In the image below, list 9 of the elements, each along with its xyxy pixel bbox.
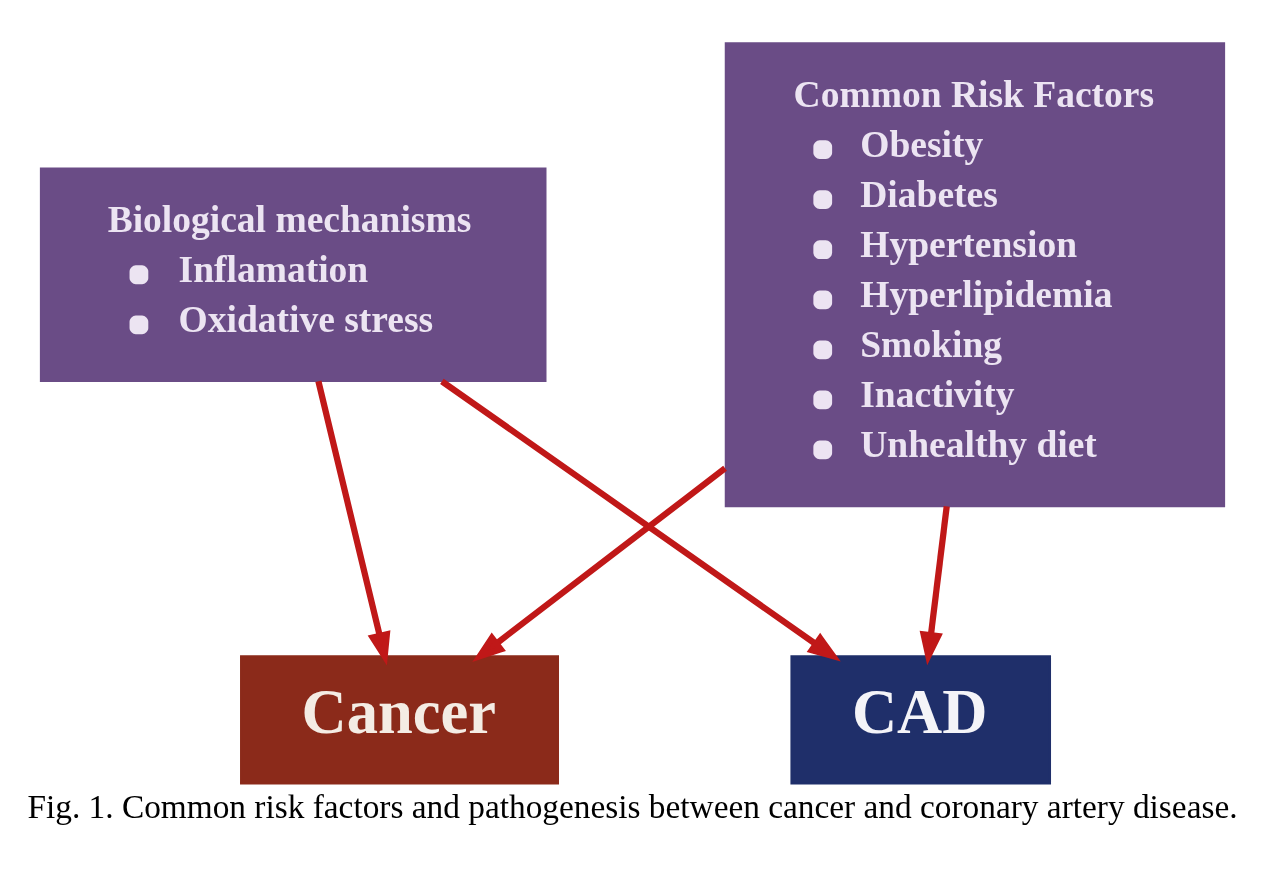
arrow	[315, 380, 391, 665]
node-box: Cancer	[240, 654, 559, 784]
node-box: CAD	[790, 654, 1052, 784]
arrow	[472, 465, 727, 662]
caption: Fig. 1. Common risk factors and pathogenesis between cancer and coronary artery disease.	[27, 787, 1238, 825]
node-box: Biological mechanisms Inflamation Oxidative stress	[39, 166, 547, 382]
arrow	[919, 505, 950, 665]
arrow	[440, 378, 841, 662]
node-box: Common Risk Factors Obesity Diabetes Hypertension Hyperlipidemia Smoking Inactivity Unhealthy diet	[724, 41, 1226, 507]
